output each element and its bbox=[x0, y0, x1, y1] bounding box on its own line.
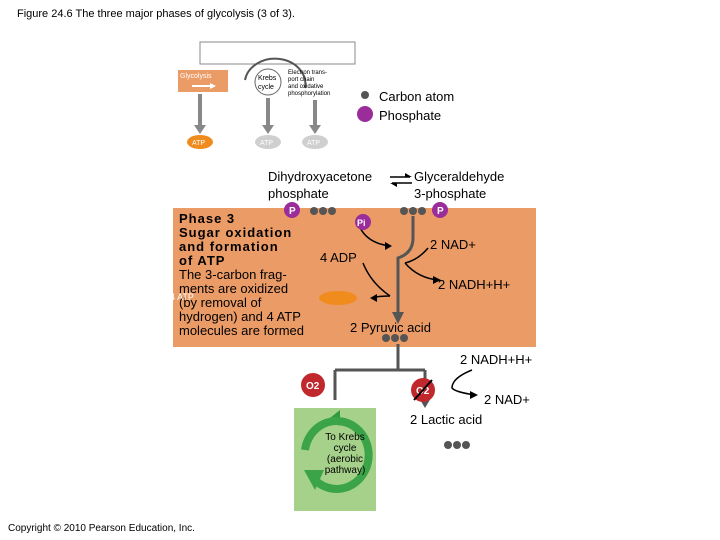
overview-frame bbox=[199, 41, 356, 65]
nadh-bottom-label: 2 NADH+H+ bbox=[460, 352, 533, 367]
atp4-label: 4 ATP bbox=[170, 292, 194, 302]
carbon-atom-icon bbox=[361, 91, 369, 99]
nad-arrow bbox=[404, 247, 429, 264]
atp4-badge bbox=[319, 291, 357, 305]
g3p-line2: 3-phosphate bbox=[414, 186, 487, 201]
krebs-circle bbox=[254, 68, 282, 96]
legend-swatches bbox=[357, 91, 373, 122]
krebs-box-line1: To Krebs bbox=[325, 432, 365, 443]
lactic-label: 2 Lactic acid bbox=[410, 412, 483, 427]
figure-title: Figure 24.6 The three major phases of gl… bbox=[17, 8, 295, 20]
svg-text:Pi: Pi bbox=[357, 218, 366, 228]
phase3-heading-4: of ATP bbox=[179, 253, 226, 268]
krebs-cycle-arrow bbox=[301, 416, 373, 493]
mitochondrion-outline bbox=[244, 57, 307, 89]
phase3-body-2: ments are oxidized bbox=[179, 281, 289, 296]
glycolysis-box bbox=[178, 70, 228, 92]
pyruvic-label: 2 Pyruvic acid bbox=[350, 320, 431, 335]
atp-label-1: ATP bbox=[192, 140, 205, 147]
krebs-box-line3: (aerobic bbox=[326, 454, 364, 465]
phase3-description: Phase 3 Sugar oxidation and formation of… bbox=[179, 212, 304, 338]
o2-icon-left bbox=[301, 373, 325, 397]
krebs-box-text: To Krebs cycle (aerobic pathway) bbox=[314, 432, 376, 476]
legend-carbon: Carbon atom bbox=[379, 89, 455, 104]
legend-phosphate: Phosphate bbox=[379, 108, 442, 123]
atp-label-3: ATP bbox=[307, 140, 320, 147]
krebs-green-box bbox=[294, 408, 376, 511]
adp-label: 4 ADP bbox=[320, 250, 357, 265]
overview-diagram: Glycolysis Krebs cycle Electron trans- p… bbox=[178, 41, 356, 149]
g3p-line1: Glyceraldehyde bbox=[414, 169, 505, 184]
equilibrium-arrows bbox=[390, 173, 412, 187]
svg-text:O2: O2 bbox=[306, 381, 320, 392]
phase3-body-3: (by removal of bbox=[179, 295, 262, 310]
lower-diagram: O2 O2 bbox=[294, 334, 478, 511]
dhap-phosphate-icon bbox=[284, 202, 300, 218]
atp-badge-2 bbox=[255, 135, 281, 149]
g3p-phosphate-icon bbox=[432, 202, 448, 218]
krebs-label-1: Krebs bbox=[258, 75, 277, 82]
svg-text:P: P bbox=[289, 206, 296, 217]
phase3-body-1: The 3-carbon frag- bbox=[179, 267, 287, 282]
dhap-line1: Dihydroxyacetone bbox=[268, 169, 373, 184]
pi-icon bbox=[355, 214, 371, 230]
molecule-icons-top: P P bbox=[284, 202, 448, 218]
krebs-box-line4: pathway) bbox=[324, 465, 366, 476]
phase3-body-5: molecules are formed bbox=[179, 323, 304, 338]
atp-badge-1 bbox=[187, 135, 213, 149]
phase3-box bbox=[173, 208, 536, 347]
phase3-heading-1: Phase 3 bbox=[179, 211, 236, 226]
glycolysis-label: Glycolysis bbox=[180, 73, 212, 80]
nad-bottom-label: 2 NAD+ bbox=[484, 392, 530, 407]
main-flow-line bbox=[396, 216, 415, 318]
nadh-top-label: 2 NADH+H+ bbox=[438, 277, 511, 292]
nadh-bottom-arrow bbox=[451, 369, 476, 396]
atp-badge-3 bbox=[302, 135, 328, 149]
nad-top-label: 2 NAD+ bbox=[430, 237, 476, 252]
atp-label-2: ATP bbox=[260, 140, 273, 147]
etc-label-1: Electron trans- bbox=[288, 70, 327, 76]
dhap-line2: phosphate bbox=[268, 186, 329, 201]
etc-label-2: port chain bbox=[288, 77, 314, 83]
etc-label-4: phosphorylation bbox=[288, 91, 330, 97]
svg-text:P: P bbox=[437, 206, 444, 217]
adp-arrow bbox=[362, 262, 391, 297]
phosphate-icon bbox=[357, 106, 373, 122]
reaction-paths: Pi bbox=[319, 214, 441, 324]
phase3-heading-3: and formation bbox=[179, 239, 279, 254]
etc-label-3: and oxidative bbox=[288, 84, 324, 90]
o2-crossout bbox=[413, 379, 433, 401]
krebs-label-2: cycle bbox=[258, 84, 274, 91]
phase3-heading-2: Sugar oxidation bbox=[179, 225, 293, 240]
copyright: Copyright © 2010 Pearson Education, Inc. bbox=[8, 523, 195, 534]
phase3-body-4: hydrogen) and 4 ATP bbox=[179, 309, 301, 324]
krebs-box-line2: cycle bbox=[333, 443, 357, 454]
